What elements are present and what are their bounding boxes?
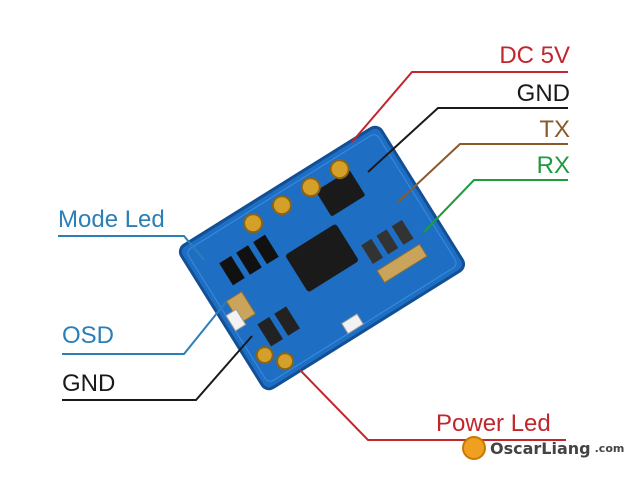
power-led: [341, 313, 365, 335]
label-tx: TX: [539, 116, 570, 143]
logo-mark-icon: [462, 436, 486, 460]
label-rx: RX: [536, 152, 570, 179]
pad-dc5v: [243, 213, 264, 234]
leader-rx: [423, 179, 568, 233]
main-chip: [286, 224, 358, 292]
pad-osd: [255, 346, 274, 365]
label-dc5v: DC 5V: [499, 42, 570, 69]
label-gnd-left: GND: [62, 370, 116, 397]
pad-gnd-right: [271, 195, 292, 216]
pad-rx: [329, 159, 350, 180]
label-mode-led: Mode Led: [58, 206, 165, 233]
regulator-chip: [316, 170, 365, 216]
logo-tld: .com: [594, 441, 625, 455]
label-power-led: Power Led: [436, 410, 551, 437]
label-osd: OSD: [62, 322, 115, 349]
leader-gnd-right: [367, 107, 568, 173]
leader-tx: [397, 143, 568, 203]
leader-gnd-left: [62, 335, 253, 401]
leader-dc5v: [351, 71, 568, 143]
leader-osd: [62, 301, 227, 355]
site-logo: OscarLiang .com: [462, 436, 624, 460]
pcb-board: [178, 125, 466, 391]
pad-gnd-left: [276, 352, 295, 371]
pad-tx: [300, 177, 321, 198]
mode-led: [225, 308, 247, 332]
leader-power-led: [299, 369, 566, 441]
logo-name: OscarLiang: [490, 438, 591, 458]
leader-mode-led: [58, 235, 205, 261]
label-gnd-right: GND: [516, 80, 570, 107]
